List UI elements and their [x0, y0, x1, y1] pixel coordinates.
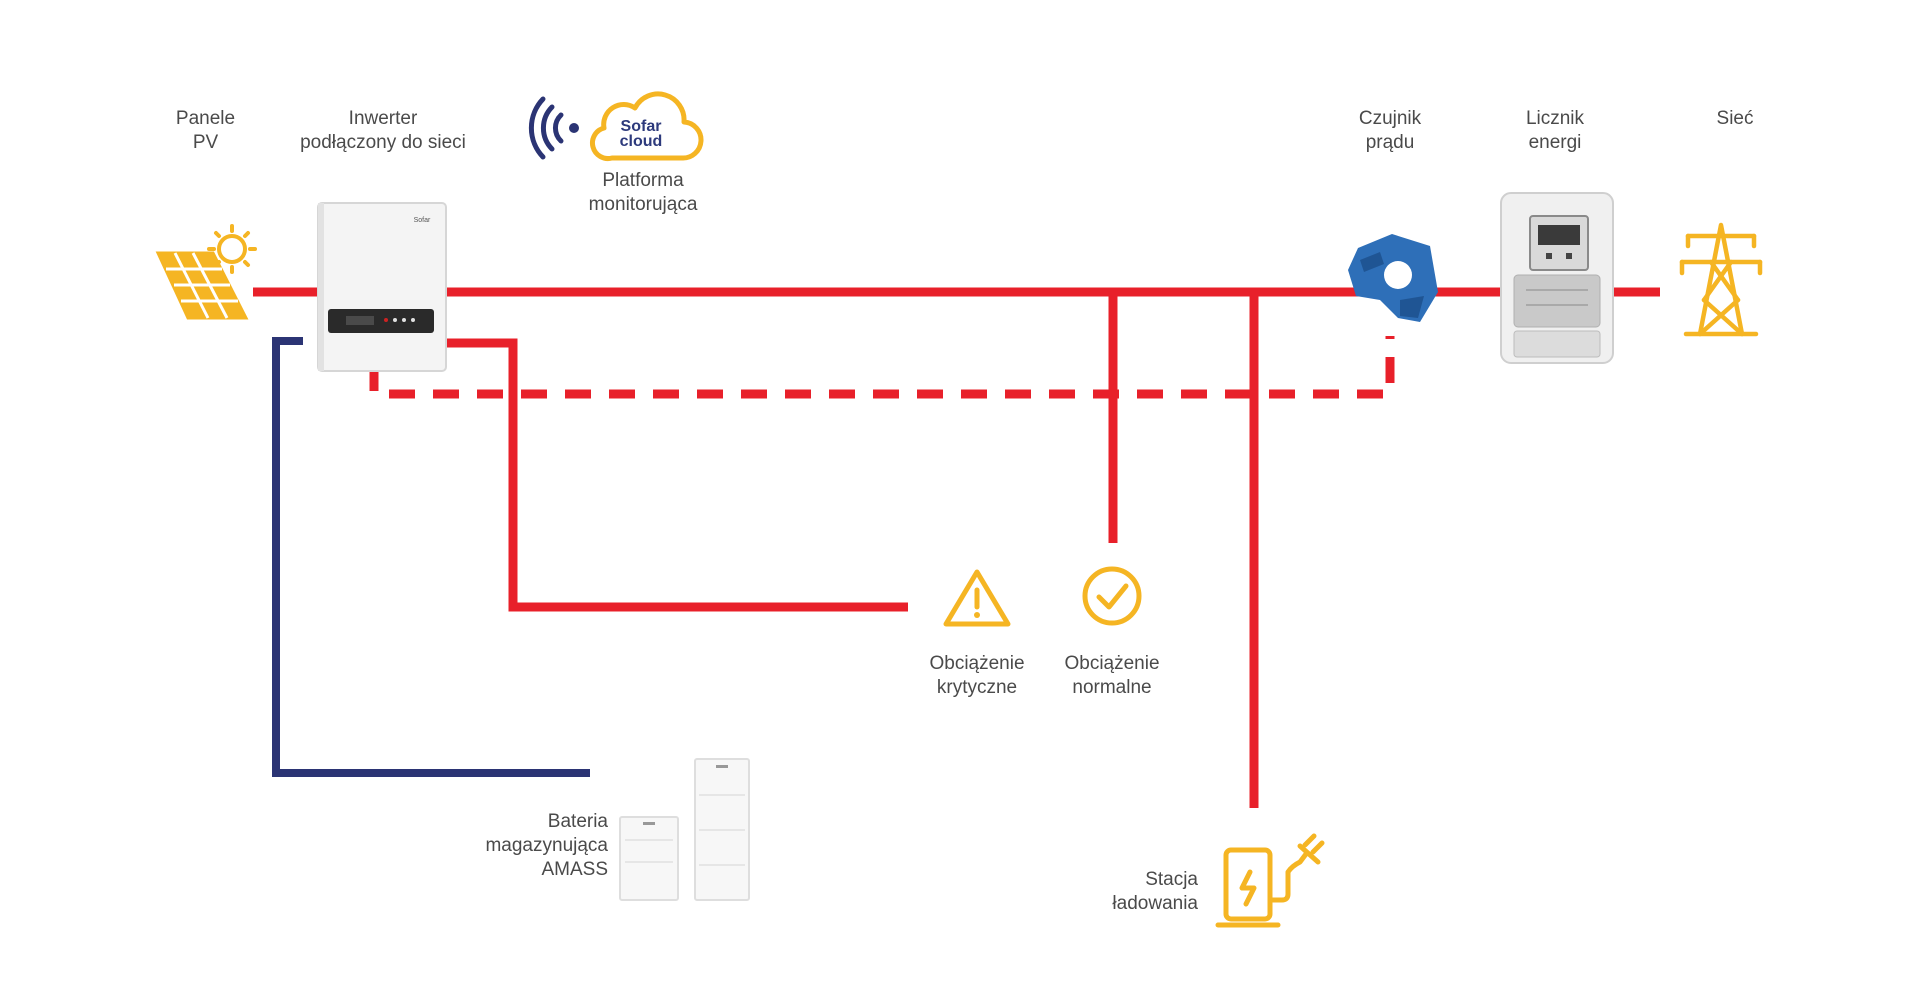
- check-circle-icon: [1082, 566, 1142, 626]
- warning-triangle-icon: [943, 569, 1011, 627]
- current-sensor-device: [1348, 234, 1438, 322]
- battery-label-line1: Bateria: [547, 811, 608, 832]
- solar-panel-icon: [155, 224, 257, 320]
- meter-label-line2: energi: [1528, 132, 1582, 153]
- critical-load-label-line1: Obciążenie: [929, 653, 1025, 674]
- battery-label-line3: AMASS: [541, 859, 608, 880]
- normal-load-label: Obciążenie normalne: [1042, 652, 1182, 700]
- ac-lines: [253, 287, 1660, 808]
- charger-label-line2: ładowania: [1112, 893, 1198, 914]
- inverter-label-line1: Inwerter: [348, 108, 418, 129]
- battery-label-line2: magazynująca: [485, 835, 608, 856]
- power-pylon-icon: [1679, 222, 1763, 337]
- grid-label-line1: Sieć: [1716, 108, 1754, 129]
- normal-load-label-line1: Obciążenie: [1064, 653, 1160, 674]
- charger-label-line1: Stacja: [1145, 869, 1198, 890]
- battery-units: [619, 758, 750, 901]
- inverter-label: Inwerter podłączony do sieci: [288, 107, 478, 155]
- charger-label: Stacja ładowania: [1060, 868, 1198, 916]
- sensor-label: Czujnik prądu: [1330, 107, 1450, 155]
- inverter-label-line2: podłączony do sieci: [300, 132, 466, 153]
- pv-label-line1: Panele: [175, 108, 236, 129]
- pv-label-line2: PV: [192, 132, 219, 153]
- platform-label-line2: monitorująca: [588, 194, 698, 215]
- sensor-label-line2: prądu: [1365, 132, 1415, 153]
- battery-label: Bateria magazynująca AMASS: [440, 810, 608, 882]
- pv-label: Panele PV: [153, 107, 258, 155]
- critical-load-line: [445, 338, 908, 612]
- battery-dc-line: [272, 337, 590, 777]
- meter-label: Licznik energi: [1495, 107, 1615, 155]
- sensor-label-line1: Czujnik: [1358, 108, 1422, 129]
- inverter-device: Sofar: [317, 202, 447, 372]
- platform-label-line1: Platforma: [602, 170, 684, 191]
- wifi-signal-icon: [528, 96, 579, 160]
- ev-charger-icon: [1215, 833, 1325, 928]
- meter-label-line1: Licznik: [1525, 108, 1585, 129]
- sensor-signal-line: [369, 336, 1395, 399]
- inverter-brand-text: Sofar: [414, 217, 431, 224]
- critical-load-label: Obciążenie krytyczne: [907, 652, 1047, 700]
- energy-meter-device: [1500, 192, 1614, 364]
- normal-load-label-line2: normalne: [1072, 677, 1152, 698]
- platform-label: Platforma monitorująca: [563, 169, 723, 217]
- cloud-brand-line2: cloud: [620, 133, 663, 150]
- cloud-brand-line1: Sofar: [621, 118, 662, 135]
- grid-label: Sieć: [1680, 107, 1790, 131]
- cloud-icon: Sofar cloud: [590, 91, 704, 162]
- critical-load-label-line2: krytyczne: [936, 677, 1018, 698]
